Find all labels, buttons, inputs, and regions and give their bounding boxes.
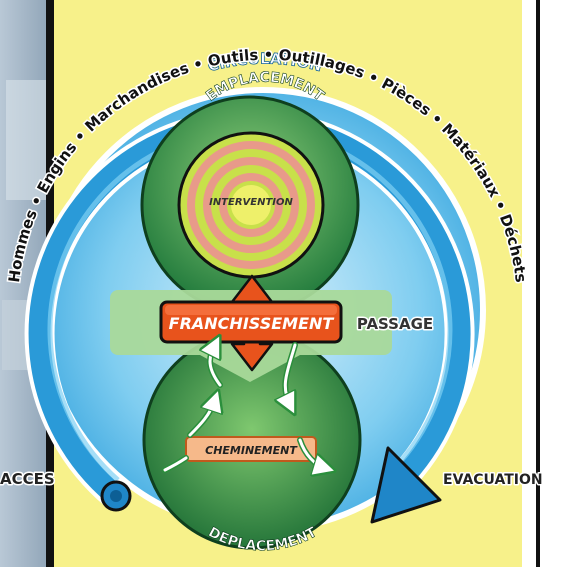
acces-label: ACCES <box>0 470 55 488</box>
franchissement-label: FRANCHISSEMENT <box>169 314 335 333</box>
evacuation-label: EVACUATION <box>443 472 543 488</box>
cheminement-label: CHEMINEMENT <box>205 444 298 457</box>
acces-start-dot-inner <box>110 490 122 502</box>
intervention-target <box>177 131 325 279</box>
right-white-margin <box>522 0 579 567</box>
background-photo-left-accent <box>6 80 46 200</box>
intervention-label: INTERVENTION <box>209 197 293 208</box>
target-core <box>231 185 271 225</box>
path-arrows <box>162 345 325 470</box>
cheminement-box <box>185 436 317 462</box>
passage-label: PASSAGE <box>357 315 433 333</box>
evacuation-arrowhead <box>370 446 442 524</box>
right-black-border <box>536 0 540 567</box>
